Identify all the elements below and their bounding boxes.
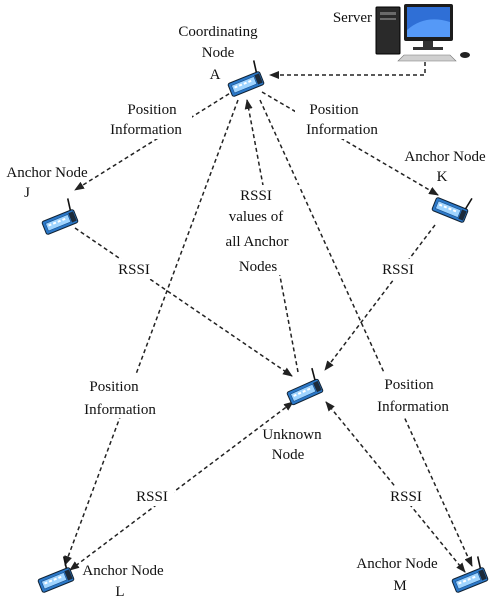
anchor-j-label-line2: J [24, 185, 30, 201]
anchor-m-label-line1: Anchor Node [356, 556, 438, 572]
coordinator-label-line3: A [210, 67, 221, 83]
anchor-node-j: Anchor Node J [6, 165, 88, 236]
sensor-mote-icon [446, 555, 490, 594]
anchor-node-m: Anchor Node M [356, 555, 490, 594]
rssi-label-m: RSSI [390, 489, 422, 505]
sensor-mote-icon [222, 59, 266, 98]
arrow-coordinator-to-anchor-k [261, 91, 439, 196]
edge-labels: Position Information Position Informatio… [68, 99, 462, 506]
anchor-m-label-line2: M [393, 578, 406, 594]
coordinating-node: Coordinating Node A [178, 24, 266, 98]
anchor-k-label-line1: Anchor Node [404, 149, 486, 165]
arrow-anchor-k-to-unknown [324, 224, 436, 371]
anchor-l-label-line1: Anchor Node [82, 563, 164, 579]
coordinator-label-line1: Coordinating [178, 24, 258, 40]
position-info-label-bottom-left-line1: Position [89, 379, 139, 395]
rssi-values-label-line3: all Anchor [226, 234, 289, 250]
position-info-label-top-left-line2: Information [110, 122, 182, 138]
desktop-computer-icon [375, 4, 470, 62]
arrow-anchor-l-unknown [69, 401, 294, 571]
unknown-label-line1: Unknown [262, 427, 322, 443]
position-info-label-bottom-right-line2: Information [377, 399, 449, 415]
position-info-label-top-right-line2: Information [306, 122, 378, 138]
position-info-label-top-left-line1: Position [127, 102, 177, 118]
arrow-anchor-j-to-unknown [74, 227, 293, 377]
sensor-mote-icon [36, 197, 80, 236]
unknown-node: Unknown Node [262, 366, 325, 463]
rssi-label-l: RSSI [136, 489, 168, 505]
sensor-mote-icon [32, 555, 76, 594]
arrow-anchor-m-unknown [325, 401, 466, 573]
arrow-coordinator-to-anchor-j [74, 89, 236, 191]
position-info-label-bottom-left-line2: Information [84, 402, 156, 418]
position-info-label-top-right-line1: Position [309, 102, 359, 118]
unknown-label-line2: Node [272, 447, 305, 463]
rssi-values-label-line1: RSSI [240, 188, 272, 204]
rssi-label-k: RSSI [382, 262, 414, 278]
arrow-coordinator-to-anchor-m [259, 99, 473, 567]
anchor-j-label-line1: Anchor Node [6, 165, 88, 181]
position-info-label-bottom-right-line1: Position [384, 377, 434, 393]
rssi-values-label-line4: Nodes [239, 259, 277, 275]
coordinator-label-line2: Node [202, 45, 235, 61]
rssi-label-j: RSSI [118, 262, 150, 278]
anchor-k-label-line2: K [437, 169, 448, 185]
server-node: Server [333, 4, 470, 62]
sensor-mote-icon [280, 366, 325, 407]
rssi-values-label-line2: values of [229, 209, 284, 225]
anchor-node-l: Anchor Node L [32, 555, 164, 599]
sensor-mote-icon [430, 185, 474, 224]
arrows [64, 55, 473, 573]
anchor-l-label-line2: L [115, 584, 124, 599]
server-label: Server [333, 10, 372, 26]
anchor-node-k: Anchor Node K [404, 149, 486, 224]
